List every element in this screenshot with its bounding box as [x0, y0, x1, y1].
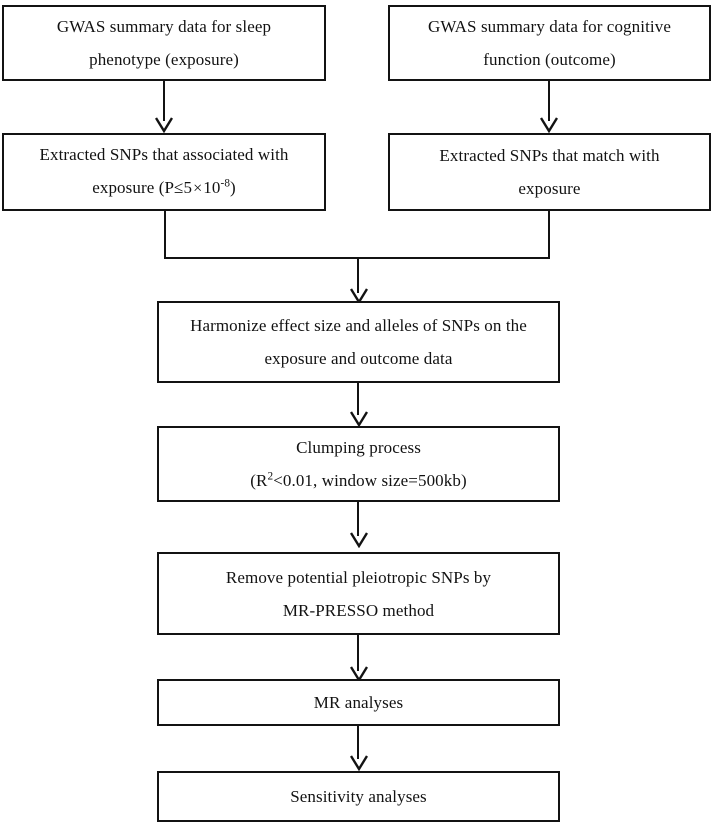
edge-remove-to-mr-stem — [357, 635, 359, 671]
node-gwas-exposure: GWAS summary data for sleep phenotype (e… — [2, 5, 326, 81]
clumping-params: <0.01, window size=500kb) — [273, 471, 467, 490]
node-harmonize-line-1: Harmonize effect size and alleles of SNP… — [190, 316, 527, 335]
node-gwas-outcome: GWAS summary data for cognitive function… — [388, 5, 711, 81]
edge-merge-right-stem — [548, 211, 550, 259]
p-threshold-base: 10 — [203, 178, 221, 198]
node-extract-matching-line-1: Extracted SNPs that match with — [439, 146, 660, 165]
node-remove-pleiotropic: Remove potential pleiotropic SNPs by MR-… — [157, 552, 560, 635]
p-threshold-prefix: exposure (P≤5 — [92, 178, 193, 198]
p-threshold-exponent: -8 — [220, 177, 231, 190]
node-gwas-outcome-line-1: GWAS summary data for cognitive — [428, 17, 671, 36]
node-clumping-line-1: Clumping process — [296, 438, 421, 457]
node-clumping-line-2: (R2<0.01, window size=500kb) — [250, 470, 467, 490]
edge-merge-to-harmonize-stem — [357, 257, 359, 293]
multiplication-sign: × — [193, 180, 203, 198]
node-remove-pleiotropic-line-1: Remove potential pleiotropic SNPs by — [225, 567, 492, 587]
node-gwas-exposure-line-2: phenotype (exposure) — [89, 50, 239, 69]
node-harmonize: Harmonize effect size and alleles of SNP… — [157, 301, 560, 383]
node-extract-matching-snps: Extracted SNPs that match with exposure — [388, 133, 711, 211]
r-squared-exponent: 2 — [267, 470, 274, 483]
edge-gwas-exposure-to-extract-stem — [163, 81, 165, 121]
node-gwas-outcome-line-2: function (outcome) — [483, 50, 616, 69]
node-mr-analyses-label: MR analyses — [313, 693, 404, 712]
node-sensitivity-analyses-label: Sensitivity analyses — [290, 787, 427, 806]
edge-gwas-outcome-to-match-stem — [548, 81, 550, 121]
edge-clumping-to-remove-stem — [357, 502, 359, 536]
node-remove-pleiotropic-line-2: MR-PRESSO method — [282, 600, 435, 620]
node-extract-exposure-line-1: Extracted SNPs that associated with — [39, 145, 289, 165]
node-sensitivity-analyses: Sensitivity analyses — [157, 771, 560, 822]
node-extract-matching-line-2: exposure — [518, 179, 581, 198]
node-mr-analyses: MR analyses — [157, 679, 560, 726]
node-extract-exposure-snps: Extracted SNPs that associated with expo… — [2, 133, 326, 211]
r-squared-prefix: (R — [250, 471, 268, 490]
node-clumping: Clumping process (R2<0.01, window size=5… — [157, 426, 560, 502]
node-harmonize-line-2: exposure and outcome data — [264, 349, 453, 368]
edge-harmonize-to-clumping-stem — [357, 383, 359, 415]
node-gwas-exposure-line-1: GWAS summary data for sleep — [56, 17, 272, 36]
node-extract-exposure-line-2: exposure (P≤5×10-8) — [92, 177, 236, 198]
edge-mr-to-sensitivity-stem — [357, 726, 359, 759]
edge-merge-left-stem — [164, 211, 166, 259]
p-threshold-suffix: ) — [230, 178, 236, 198]
